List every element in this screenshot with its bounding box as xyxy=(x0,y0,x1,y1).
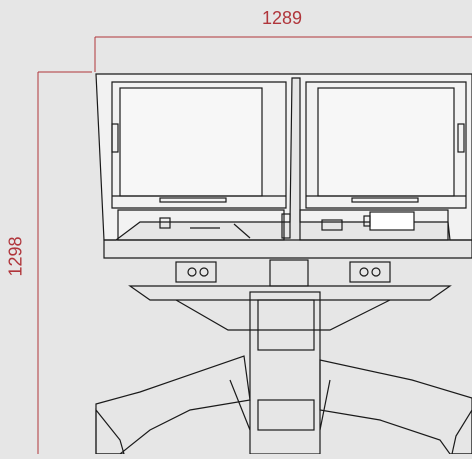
left-speaker xyxy=(175,261,217,283)
base-bar xyxy=(103,239,472,259)
width-dimension-label: 1289 xyxy=(262,8,303,28)
height-dimension-label: 1298 xyxy=(5,236,26,277)
left-leg xyxy=(95,355,251,455)
right-leg xyxy=(319,359,472,455)
left-monitor xyxy=(111,81,287,209)
right-speaker xyxy=(349,261,391,283)
right-monitor xyxy=(305,81,467,209)
base-shoulders xyxy=(128,285,452,301)
right-wheel-housing xyxy=(451,408,472,455)
width-dimension-line xyxy=(94,36,472,72)
height-dimension-line xyxy=(37,71,92,454)
left-wheel-housing xyxy=(95,408,125,455)
control-screen xyxy=(369,211,415,231)
center-panel xyxy=(269,259,309,287)
